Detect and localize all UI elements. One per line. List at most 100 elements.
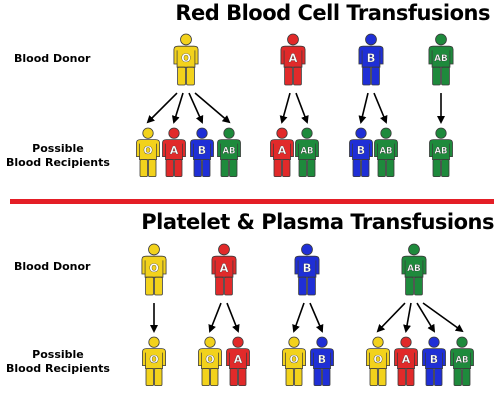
person-left-leg (405, 276, 414, 296)
person-body (211, 255, 237, 278)
blood-type-label: AB (222, 147, 235, 157)
person-right-leg (441, 159, 450, 178)
blood-type-label: B (318, 353, 326, 366)
person-right-leg (406, 368, 415, 387)
recipient-figure-o: O (136, 127, 160, 178)
person-head (400, 336, 412, 348)
arrow-b-to-ab (373, 92, 388, 124)
person-body (294, 255, 320, 278)
person-head (435, 127, 447, 139)
arrow-o-to-b (188, 92, 204, 124)
person-body (366, 348, 390, 369)
person-body (394, 348, 418, 369)
arrow-a-to-ab (295, 92, 309, 124)
person-head (204, 336, 216, 348)
person-head (180, 33, 192, 46)
recipient-figure-b: B (190, 127, 214, 178)
person-head (408, 243, 420, 256)
donor-figure-a: A (280, 33, 306, 86)
person-head (218, 243, 230, 256)
donor-figure-o: O (173, 33, 199, 86)
person-right-leg (378, 368, 387, 387)
person-body (450, 348, 474, 369)
person-right-leg (361, 159, 370, 178)
arrow-b-to-b (358, 92, 369, 124)
person-left-leg (145, 276, 154, 296)
arrow-b-to-o (292, 302, 305, 333)
person-right-leg (434, 368, 443, 387)
person-right-leg (202, 159, 211, 178)
blood-type-label: A (278, 144, 287, 157)
arrow-o-to-ab (194, 92, 231, 124)
blood-type-label: O (143, 144, 152, 157)
blood-type-label: O (289, 353, 298, 366)
person-right-leg (307, 159, 316, 178)
blood-type-label: A (170, 144, 179, 157)
recipients-label-platelet-plasma: Possible Blood Recipients (6, 348, 110, 376)
person-right-leg (210, 368, 219, 387)
recipient-figure-o: O (198, 336, 222, 387)
person-head (380, 127, 392, 139)
recipients-label-line2: Blood Recipients (6, 362, 110, 375)
donor-label-red-blood-cell: Blood Donor (14, 52, 90, 66)
donor-figure-b: B (294, 243, 320, 296)
person-body (428, 45, 454, 68)
arrow-a-to-a (226, 302, 240, 333)
person-head (301, 243, 313, 256)
blood-type-label: B (357, 144, 365, 157)
blood-type-label: A (220, 261, 229, 275)
person-head (372, 336, 384, 348)
blood-type-label: B (303, 261, 312, 275)
person-left-leg (362, 66, 371, 86)
person-head (287, 33, 299, 46)
arrow-o-to-o (146, 92, 178, 124)
arrow-o-to-a (171, 92, 184, 124)
title-red-blood-cell: Red Blood Cell Transfusions (175, 1, 490, 25)
person-head (428, 336, 440, 348)
person-right-leg (414, 276, 423, 296)
donor-figure-a: A (211, 243, 237, 296)
person-body (295, 139, 319, 160)
recipient-figure-b: B (422, 336, 446, 387)
person-right-leg (238, 368, 247, 387)
person-left-leg (377, 159, 386, 178)
person-left-leg (285, 368, 294, 387)
person-left-leg (397, 368, 406, 387)
recipient-figure-a: A (270, 127, 294, 178)
recipients-label-line1: Possible (32, 348, 84, 361)
person-right-leg (148, 159, 157, 178)
recipients-label-line2: Blood Recipients (6, 156, 110, 169)
arrow-ab-to-a (403, 302, 412, 333)
person-body (280, 45, 306, 68)
person-left-leg (215, 276, 224, 296)
person-head (288, 336, 300, 348)
person-body (162, 139, 186, 160)
person-left-leg (313, 368, 322, 387)
person-right-leg (229, 159, 238, 178)
arrow-b-to-b (309, 302, 324, 333)
donor-figure-ab: AB (428, 33, 454, 86)
person-right-leg (441, 66, 450, 86)
recipients-label-line1: Possible (32, 142, 84, 155)
person-right-leg (293, 66, 302, 86)
donor-label-text: Blood Donor (14, 52, 91, 65)
blood-type-label: O (181, 51, 191, 65)
person-left-leg (139, 159, 148, 178)
person-head (148, 243, 160, 256)
person-right-leg (386, 159, 395, 178)
person-body (141, 255, 167, 278)
person-left-leg (145, 368, 154, 387)
recipient-figure-b: B (349, 127, 373, 178)
person-body (358, 45, 384, 68)
blood-type-label: A (289, 51, 298, 65)
blood-type-label: B (198, 144, 206, 157)
person-left-leg (352, 159, 361, 178)
person-right-leg (462, 368, 471, 387)
person-left-leg (432, 159, 441, 178)
person-right-leg (307, 276, 316, 296)
person-left-leg (298, 276, 307, 296)
person-body (190, 139, 214, 160)
person-body (429, 139, 453, 160)
arrows-layer (146, 92, 464, 333)
